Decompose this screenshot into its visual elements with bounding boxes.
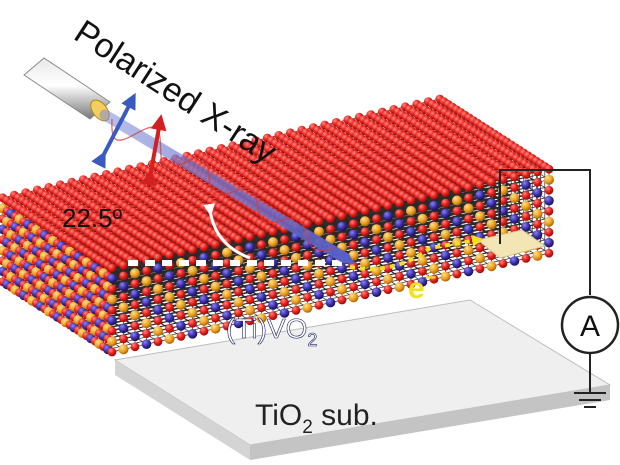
polarization-arrow-blue [91,92,136,169]
circuit-wire-top [499,169,591,295]
angle-arc [203,203,251,260]
angle-label: 22.5º [62,203,123,233]
substrate [113,299,612,460]
substrate-label: TiO2 sub. [255,399,378,438]
ammeter-label: A [580,310,600,343]
crystal-film [0,94,554,357]
substrate-front-face [115,360,250,460]
film-label: (Ti)VO2 [226,313,317,350]
circuit: A [499,169,620,408]
ground-icon [574,392,606,408]
polarization-arrow-red [140,114,167,187]
substrate-side-face [250,385,610,460]
electron-label: e− [408,267,436,305]
xray-beam-arrowhead [334,250,356,265]
electrode-pad [476,229,547,259]
beam-label: Polarized X-ray [68,13,284,171]
electron-path [349,235,484,271]
